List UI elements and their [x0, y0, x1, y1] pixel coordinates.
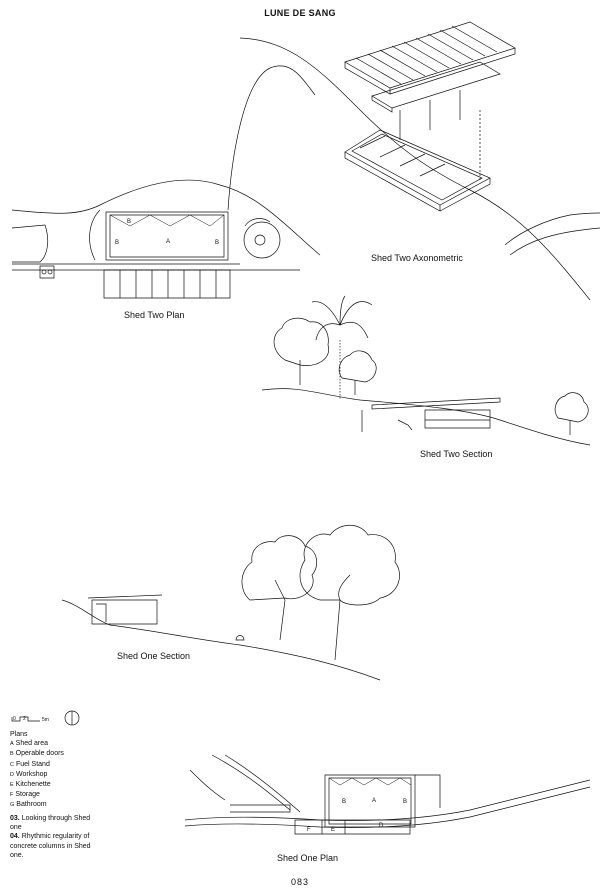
caption-shed-two-section: Shed Two Section	[420, 449, 493, 459]
page-number: 083	[290, 877, 310, 887]
legend-text: Fuel Stand	[15, 760, 50, 768]
shed-one-plan-label-f: F	[307, 827, 311, 833]
shed-two-axonometric-drawing	[228, 22, 600, 300]
axo-slab	[345, 130, 490, 211]
caption-shed-one-plan: Shed One Plan	[277, 853, 339, 863]
axo-roof-slats	[345, 22, 515, 94]
legend-text: Storage	[15, 791, 40, 799]
legend-text: Workshop	[15, 770, 48, 778]
note-item: 04. Rhythmic regularity of concrete colu…	[10, 832, 100, 860]
note-number: 04.	[10, 833, 20, 841]
shed-one-plan-label-d: D	[379, 823, 384, 829]
legend-text: Operable doors	[15, 750, 64, 758]
legend-code: D	[10, 771, 14, 778]
scale-label-5m: 5m	[42, 717, 49, 723]
shed-two-section-drawing	[262, 296, 590, 445]
scale-bar: 0 2 5m	[12, 716, 49, 723]
caption-shed-two-axonometric: Shed Two Axonometric	[371, 253, 463, 263]
legend-code: C	[10, 761, 14, 768]
figure-notes: 03. Looking through Shed one 04. Rhythmi…	[10, 814, 100, 860]
shed-two-plan-drawing: B B A B	[12, 180, 320, 298]
page-title: LUNE DE SANG	[264, 8, 336, 18]
scale-label-2: 2	[23, 716, 26, 722]
note-number: 03.	[10, 815, 20, 822]
note-text: Rhythmic regularity of concrete columns …	[10, 833, 91, 859]
shed-two-plan-label-b-right: B	[215, 240, 219, 246]
shed-one-plan-label-b-right: B	[403, 799, 407, 805]
note-item: 03. Looking through Shed one	[10, 814, 100, 832]
caption-shed-two-plan: Shed Two Plan	[124, 310, 185, 320]
shed-one-plan-label-a: A	[372, 798, 376, 804]
legend-code: G	[10, 802, 15, 809]
legend-code: A	[10, 741, 14, 748]
shed-two-plan-label-a: A	[166, 239, 170, 245]
shed-one-section-drawing	[62, 525, 400, 680]
legend-text: Bathroom	[16, 801, 47, 809]
north-arrow-icon	[65, 711, 79, 725]
legend-code: B	[10, 751, 14, 758]
caption-shed-one-section: Shed One Section	[117, 651, 191, 661]
shed-one-plan-label-b-left: B	[342, 799, 346, 805]
scale-label-0: 0	[13, 716, 16, 722]
shed-one-plan-label-e: E	[331, 827, 335, 833]
note-text: Looking through Shed one	[10, 815, 91, 832]
legend-text: Kitchenette	[15, 781, 51, 789]
legend-text: Shed area	[15, 740, 48, 748]
legend-code: E	[10, 782, 14, 789]
legend-heading: Plans	[10, 731, 28, 738]
shed-two-plan-label-b-left: B	[115, 240, 119, 246]
shed-one-plan-drawing: B A B F E D	[185, 755, 590, 834]
shed-two-plan-label-b-top: B	[127, 219, 131, 225]
legend-code: F	[10, 792, 14, 799]
